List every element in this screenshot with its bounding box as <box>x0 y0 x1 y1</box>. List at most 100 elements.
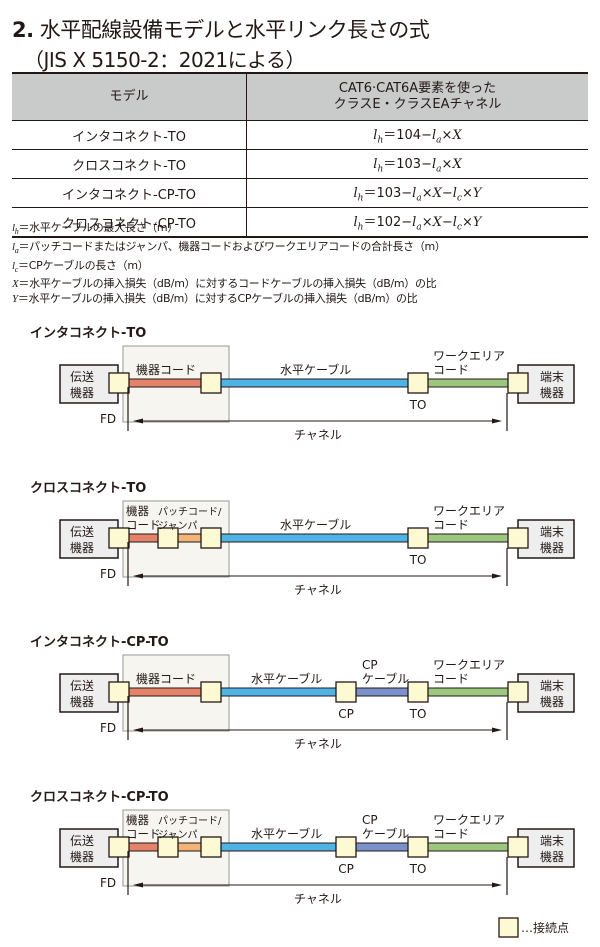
transmit-equipment-label: 機器 <box>70 540 94 555</box>
to-connector <box>407 372 429 394</box>
terminal-connector <box>507 681 529 703</box>
model-cell: インタコネクト-CP-TO <box>12 178 247 208</box>
header-channel-line1: CAT6·CAT6A要素を使った <box>338 81 497 96</box>
header-model: モデル <box>12 72 247 121</box>
transmit-equipment-label: 伝送 <box>70 369 94 384</box>
terminal-equipment-label: 機器 <box>540 385 564 400</box>
horizontal-cable <box>220 378 419 388</box>
cp-label: CP <box>338 707 354 721</box>
horizontal-cable-label: 水平ケーブル <box>251 826 322 841</box>
terminal-connector <box>507 836 529 858</box>
model-cell: クロスコネクト-TO <box>12 149 247 179</box>
fd-label: FD <box>100 412 116 426</box>
note-line: Y＝水平ケーブルの挿入損失（dB/m）に対するCPケーブルの挿入損失（dB/m）… <box>12 291 418 305</box>
work-area-cord-label: コード <box>433 518 469 532</box>
patch-cord-label: パッチコード/ <box>158 506 222 518</box>
formula-cell: lh＝102−la×X−lc×Y <box>246 207 588 238</box>
work-area-cord-cable <box>427 533 519 543</box>
transmit-equipment-box <box>59 673 119 713</box>
table-header-row: モデル CAT6·CAT6A要素を使った クラスE・クラスEAチャネル <box>12 72 588 121</box>
model-cell: クロスコネクト-CP-TO <box>12 207 247 238</box>
diagram-title: クロスコネクト-CP-TO <box>30 790 169 805</box>
work-area-cord-label: ワークエリア <box>433 504 505 518</box>
equipment-connector <box>200 527 222 549</box>
work-area-cord-label: ワークエリア <box>433 813 505 827</box>
equipment-cord-cable <box>128 533 159 543</box>
work-area-cord-cable <box>427 378 519 388</box>
formula-cell: lh＝103−la×X−lc×Y <box>246 178 588 208</box>
work-area-cord-label: コード <box>433 827 469 841</box>
terminal-equipment-label: 端末 <box>540 525 564 539</box>
channel-arrow-head-left <box>133 727 143 733</box>
legend-label: …接続点 <box>521 920 569 935</box>
work-area-cord-label: コード <box>433 672 469 686</box>
transmit-equipment-box <box>59 364 119 404</box>
transmit-equipment-label: 伝送 <box>70 524 94 539</box>
note-line: la＝パッチコードまたはジャンパ、機器コードおよびワークエリアコードの合計長さ（… <box>12 239 446 255</box>
to-label: TO <box>409 707 427 721</box>
channel-arrow-head-right <box>492 573 502 579</box>
note-line: lh＝水平ケーブルの最大長さ（m） <box>12 221 179 237</box>
to-connector <box>407 836 429 858</box>
model-cell: インタコネクト-TO <box>12 120 247 150</box>
fd-label: FD <box>100 567 116 581</box>
legend-connector-icon <box>498 917 519 938</box>
cp-cable-label: CP <box>362 658 378 672</box>
terminal-equipment-label: 機器 <box>540 694 564 709</box>
terminal-connector <box>507 372 529 394</box>
diagram-title: インタコネクト-CP-TO <box>30 635 169 650</box>
equipment-connector <box>200 372 222 394</box>
fd-connector <box>108 372 130 394</box>
channel-label: チャネル <box>294 428 342 442</box>
header-channel: CAT6·CAT6A要素を使った クラスE・クラスEAチャネル <box>246 72 588 121</box>
note-line: lc＝CPケーブルの長さ（m） <box>12 258 149 274</box>
patch-connector <box>157 836 179 858</box>
variable-notes: lh＝水平ケーブルの最大長さ（m） la＝パッチコードまたはジャンパ、機器コードお… <box>12 221 446 307</box>
terminal-equipment-label: 端末 <box>540 679 564 693</box>
equipment-cord-cable <box>128 378 212 388</box>
channel-arrow-head-left <box>133 882 143 888</box>
to-label: TO <box>409 553 427 567</box>
terminal-connector <box>507 527 529 549</box>
terminal-equipment-label: 機器 <box>540 540 564 555</box>
page-subtitle: （JIS X 5150-2：2021による） <box>24 48 306 72</box>
to-connector <box>407 681 429 703</box>
transmit-equipment-label: 伝送 <box>70 833 94 848</box>
patch-cord-label: パッチコード/ <box>158 815 222 827</box>
transmit-equipment-label: 機器 <box>70 849 94 864</box>
to-label: TO <box>409 398 427 412</box>
fd-label: FD <box>100 721 116 735</box>
channel-label: チャネル <box>294 737 342 751</box>
cp-cable-label: CP <box>362 813 378 827</box>
channel-arrow-head-left <box>133 573 143 579</box>
fd-label: FD <box>100 876 116 890</box>
transmit-equipment-label: 機器 <box>70 385 94 400</box>
terminal-equipment-label: 端末 <box>540 370 564 384</box>
page-title: 2. 水平配線設備モデルと水平リンク長さの式 <box>12 14 430 44</box>
patch-cord-label: ジャンパ <box>158 520 198 532</box>
channel-arrow-head-right <box>492 418 502 424</box>
fd-connector <box>108 527 130 549</box>
cp-label: CP <box>338 862 354 876</box>
to-connector <box>407 527 429 549</box>
equipment-cord-label: 機器コード <box>136 671 196 686</box>
diagram-title: クロスコネクト-TO <box>30 481 146 496</box>
horizontal-cable <box>220 687 347 697</box>
fd-connector <box>108 836 130 858</box>
title-main: 水平配線設備モデルと水平リンク長さの式 <box>39 18 430 42</box>
work-area-cord-label: ワークエリア <box>433 658 505 672</box>
equipment-cord-cable <box>128 687 212 697</box>
transmit-equipment-label: 伝送 <box>70 678 94 693</box>
channel-label: チャネル <box>294 892 342 906</box>
title-number: 2. <box>12 18 34 42</box>
patch-connector <box>157 527 179 549</box>
transmit-equipment-box <box>59 519 119 559</box>
note-line: X＝水平ケーブルの挿入損失（dB/m）に対するコードケーブルの挿入損失（dB/m… <box>12 277 437 291</box>
terminal-equipment-label: 端末 <box>540 834 564 848</box>
equipment-cord-label: コード <box>126 518 161 532</box>
